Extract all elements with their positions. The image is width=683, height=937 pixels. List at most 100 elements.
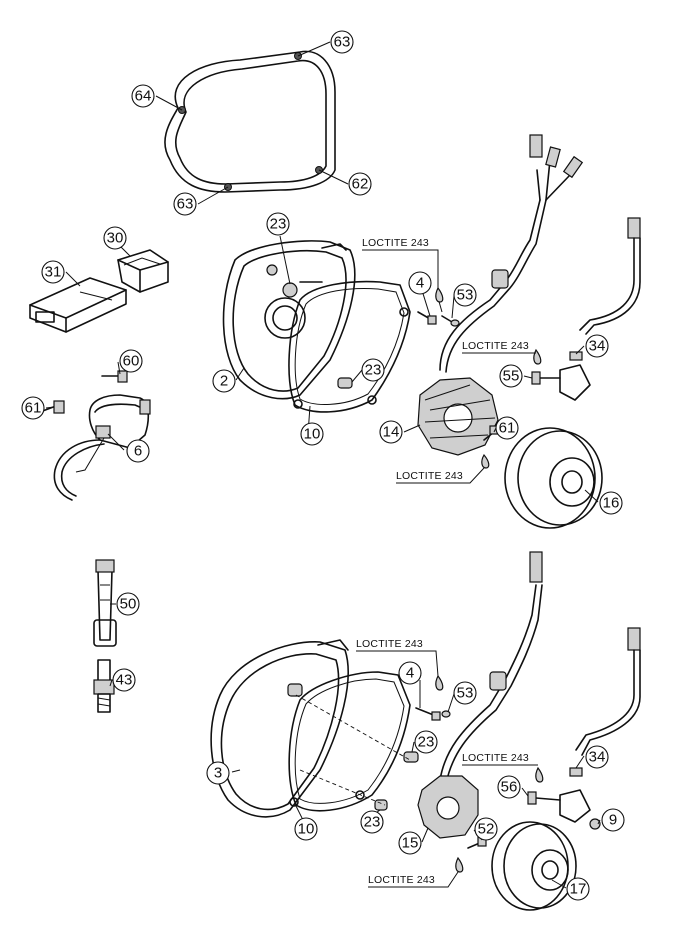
callout-17: 17: [566, 877, 590, 901]
spark-plug-cap-part: [93, 559, 117, 647]
svg-text:23: 23: [365, 362, 382, 379]
stator-bottom: [417, 775, 479, 839]
stator-screw-bottom: [455, 836, 487, 873]
callout-52: 52: [474, 817, 498, 841]
callout-63-top: 63: [330, 30, 354, 54]
callout-55: 55: [499, 364, 523, 388]
svg-text:9: 9: [609, 812, 617, 829]
loctite-label-5: LOCTITE 243: [462, 752, 538, 766]
svg-text:63: 63: [177, 196, 194, 213]
loctite-label-4: LOCTITE 243: [356, 638, 439, 677]
pickup-sensor-top: [531, 217, 641, 401]
svg-text:60: 60: [123, 353, 140, 370]
callout-56: 56: [497, 775, 521, 799]
svg-text:LOCTITE 243: LOCTITE 243: [356, 638, 423, 650]
spark-plug-part: [93, 659, 115, 713]
svg-text:4: 4: [416, 275, 424, 292]
pickup-sensor-bottom: [527, 627, 641, 830]
svg-text:43: 43: [116, 672, 133, 689]
svg-text:23: 23: [418, 734, 435, 751]
stator-screw-top: [481, 425, 499, 469]
callout-34-bottom: 34: [585, 745, 609, 769]
stator-wiring-bottom: [439, 551, 543, 785]
callout-9: 9: [601, 808, 625, 832]
callout-10-top: 10: [300, 422, 324, 446]
alignment-line-1: [295, 694, 411, 761]
cover-gasket-bottom: [288, 671, 419, 812]
svg-text:63: 63: [334, 34, 351, 51]
svg-text:23: 23: [364, 814, 381, 831]
ignition-cover-bottom: [210, 639, 349, 818]
callout-23-gasket-top: 23: [361, 358, 385, 382]
callout-23-cover-bottom: 23: [360, 810, 384, 834]
svg-text:LOCTITE 243: LOCTITE 243: [462, 340, 529, 352]
svg-text:LOCTITE 243: LOCTITE 243: [462, 752, 529, 764]
flywheel-top: [504, 427, 603, 529]
callout-30: 30: [103, 226, 127, 250]
svg-text:55: 55: [503, 368, 520, 385]
callout-43: 43: [112, 668, 136, 692]
callout-62: 62: [348, 172, 372, 196]
callout-61-coil: 61: [21, 396, 45, 420]
svg-text:17: 17: [570, 881, 587, 898]
svg-text:34: 34: [589, 749, 606, 766]
flywheel-bottom: [491, 821, 577, 911]
callout-23-cover-top: 23: [266, 212, 290, 236]
callout-14: 14: [379, 420, 403, 444]
callout-4-top: 4: [408, 271, 432, 295]
svg-text:30: 30: [107, 230, 124, 247]
svg-text:53: 53: [457, 685, 474, 702]
loctite-label-6: LOCTITE 243: [368, 871, 459, 888]
svg-text:3: 3: [214, 765, 222, 782]
svg-text:31: 31: [45, 264, 62, 281]
svg-text:2: 2: [220, 373, 228, 390]
svg-text:10: 10: [304, 426, 321, 443]
callout-4-bottom: 4: [398, 661, 422, 685]
callout-23-gasket-bottom: 23: [414, 730, 438, 754]
loctite-label-1: LOCTITE 243: [362, 237, 439, 288]
callout-16: 16: [599, 491, 623, 515]
callout-63-bottom: 63: [173, 192, 197, 216]
callout-15: 15: [398, 831, 422, 855]
leader-lines: [45, 41, 601, 889]
callout-50: 50: [116, 592, 140, 616]
callout-31: 31: [41, 260, 65, 284]
svg-text:10: 10: [298, 821, 315, 838]
svg-text:56: 56: [501, 779, 518, 796]
svg-text:LOCTITE 243: LOCTITE 243: [362, 237, 429, 249]
stator-wiring-top: [439, 134, 584, 373]
callout-3: 3: [206, 761, 230, 785]
loctite-label-3: LOCTITE 243: [396, 467, 485, 484]
callout-60: 60: [119, 349, 143, 373]
callout-53-top: 53: [453, 283, 477, 307]
svg-text:LOCTITE 243: LOCTITE 243: [368, 874, 435, 886]
callout-10-bottom: 10: [294, 817, 318, 841]
svg-text:23: 23: [270, 216, 287, 233]
callout-61-stator: 61: [495, 416, 519, 440]
alignment-line-2: [299, 769, 386, 806]
svg-text:16: 16: [603, 495, 620, 512]
svg-text:64: 64: [135, 88, 152, 105]
svg-text:52: 52: [478, 821, 495, 838]
callout-34-top: 34: [585, 334, 609, 358]
callout-53-bottom: 53: [453, 681, 477, 705]
loctite-label-2: LOCTITE 243: [462, 340, 536, 354]
cover-screws-top: [417, 286, 460, 327]
svg-text:4: 4: [406, 665, 414, 682]
ignition-cover-gasket: [164, 50, 336, 193]
svg-text:15: 15: [402, 835, 419, 852]
rubber-sleeve-part: [117, 249, 169, 293]
cover-screws-bottom: [415, 674, 451, 721]
ignition-coil-part: [39, 370, 151, 501]
svg-text:LOCTITE 243: LOCTITE 243: [396, 470, 463, 482]
svg-text:61: 61: [499, 420, 516, 437]
svg-text:14: 14: [383, 424, 400, 441]
svg-text:50: 50: [120, 596, 137, 613]
callout-2: 2: [212, 369, 236, 393]
svg-text:61: 61: [25, 400, 42, 417]
cdi-unit-part: [29, 277, 127, 333]
callout-6: 6: [126, 439, 150, 463]
stator-top: [417, 377, 499, 456]
svg-text:53: 53: [457, 287, 474, 304]
